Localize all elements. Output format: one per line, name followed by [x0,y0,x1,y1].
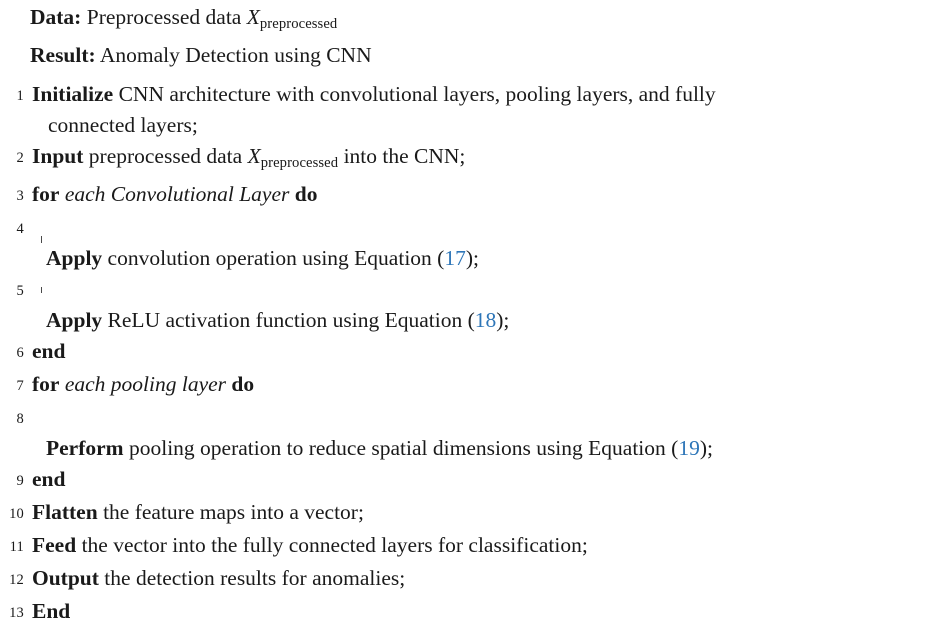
algorithm-header: Data: Preprocessed data Xpreprocessed Re… [0,0,927,75]
step-number: 1 [16,88,24,105]
algorithm-result-line: Result: Anomaly Detection using CNN [30,40,927,71]
step-description: pooling operation to reduce spatial dime… [123,436,679,461]
step-body: Perform pooling operation to reduce spat… [24,402,927,464]
result-label: Result: [30,43,96,68]
step-description: ReLU activation function using Equation … [102,308,475,333]
algorithm-step-row: 9 end [0,464,927,497]
step-text: Perform pooling operation to reduce spat… [32,433,927,464]
step-continuation: connected layers; [48,113,198,138]
step-description: CNN architecture with convolutional laye… [113,82,716,107]
step-description-tail: ); [699,436,713,461]
step-body: for each Convolutional Layer do [24,179,927,210]
algorithm-steps: 1 Initialize CNN architecture with convo… [0,75,927,629]
step-text: Apply convolution operation using Equati… [32,243,927,274]
step-description: the feature maps into a vector; [97,500,364,525]
algorithm-step-row: 3 for each Convolutional Layer do [0,179,927,212]
algorithm-step-row: 6 end [0,336,927,369]
step-number: 7 [16,378,24,395]
equation-reference[interactable]: 19 [678,436,700,461]
step-body: end [24,464,927,495]
step-body: End [24,596,927,627]
step-keyword: Apply [46,308,103,333]
step-keyword-end: End [32,599,71,624]
step-number: 11 [9,539,24,556]
step-description: the vector into the fully connected laye… [76,533,588,558]
step-text: end [32,336,927,367]
step-loop-condition: each Convolutional Layer [59,182,295,207]
step-math-subscript: preprocessed [260,155,339,172]
step-description-tail: ); [465,246,479,271]
step-number: 12 [9,572,24,589]
algorithm-step-row: 11 Feed the vector into the fully connec… [0,530,927,563]
step-text: Input preprocessed data Xpreprocessed in… [32,141,927,179]
algorithm-step-row: 7 for each pooling layer do [0,369,927,402]
algorithm-step-row: 13 End [0,596,927,629]
step-text: for each pooling layer do [32,369,927,400]
data-math-subscript: preprocessed [259,16,338,33]
step-math-variable: X [247,144,261,169]
equation-reference[interactable]: 18 [474,308,497,333]
step-number: 8 [16,411,24,428]
data-value: Preprocessed data Xpreprocessed [86,5,338,33]
equation-reference[interactable]: 17 [444,246,466,271]
step-body: Input preprocessed data Xpreprocessed in… [24,141,927,179]
step-body: Output the detection results for anomali… [24,563,927,594]
step-text: Initialize CNN architecture with convolu… [32,79,927,110]
step-text: Flatten the feature maps into a vector; [32,497,927,528]
step-keyword-end: end [32,467,66,492]
step-keyword: Output [32,566,99,591]
step-keyword: Input [32,144,84,169]
step-text: Output the detection results for anomali… [32,563,927,594]
step-keyword: Initialize [32,82,114,107]
step-number: 6 [16,345,24,362]
step-text: Feed the vector into the fully connected… [32,530,927,561]
result-value: Anomaly Detection using CNN [99,43,372,68]
step-keyword: Feed [32,533,77,558]
step-keyword-do: do [294,182,318,207]
algorithm-data-line: Data: Preprocessed data Xpreprocessed [30,2,927,40]
step-loop-condition: each pooling layer [59,372,232,397]
step-description-tail: ); [496,308,510,333]
data-math-variable: X [246,5,260,29]
step-keyword: Perform [46,436,124,461]
step-text: Apply ReLU activation function using Equ… [32,305,927,336]
step-body: Flatten the feature maps into a vector; [24,497,927,528]
data-value-text: Preprocessed data [86,5,247,29]
algorithm-step-row: 1 Initialize CNN architecture with convo… [0,79,927,141]
algorithm-step-row: 12 Output the detection results for anom… [0,563,927,596]
step-keyword-end: end [32,339,66,364]
algorithm-step-row: 4 Apply convolution operation using Equa… [0,212,927,274]
step-body: Feed the vector into the fully connected… [24,530,927,561]
step-number: 10 [9,506,24,523]
step-number: 13 [9,605,24,622]
step-keyword-for: for [32,182,60,207]
algorithm-step-row: 2 Input preprocessed data Xpreprocessed … [0,141,927,179]
step-body: Initialize CNN architecture with convolu… [24,79,927,141]
step-text: end [32,464,927,495]
step-body: Apply convolution operation using Equati… [24,212,927,274]
algorithm-step-row: 10 Flatten the feature maps into a vecto… [0,497,927,530]
algorithm-step-row: 5 Apply ReLU activation function using E… [0,274,927,336]
step-number: 3 [16,188,24,205]
step-number: 5 [16,283,24,300]
step-keyword: Apply [46,246,103,271]
step-description: convolution operation using Equation ( [102,246,445,271]
step-description: the detection results for anomalies; [98,566,406,591]
step-number: 9 [16,473,24,490]
step-text: End [32,596,927,627]
step-body: Apply ReLU activation function using Equ… [24,274,927,336]
step-body: end [24,336,927,367]
step-body: for each pooling layer do [24,369,927,400]
step-keyword: Flatten [32,500,98,525]
step-number: 2 [16,150,24,167]
data-label: Data: [30,5,82,29]
step-description: preprocessed data [83,144,248,169]
step-keyword-for: for [32,372,60,397]
algorithm-step-row: 8 Perform pooling operation to reduce sp… [0,402,927,464]
step-description-tail: into the CNN; [338,144,466,169]
step-keyword-do: do [231,372,255,397]
step-number: 4 [16,221,24,238]
step-text: for each Convolutional Layer do [32,179,927,210]
